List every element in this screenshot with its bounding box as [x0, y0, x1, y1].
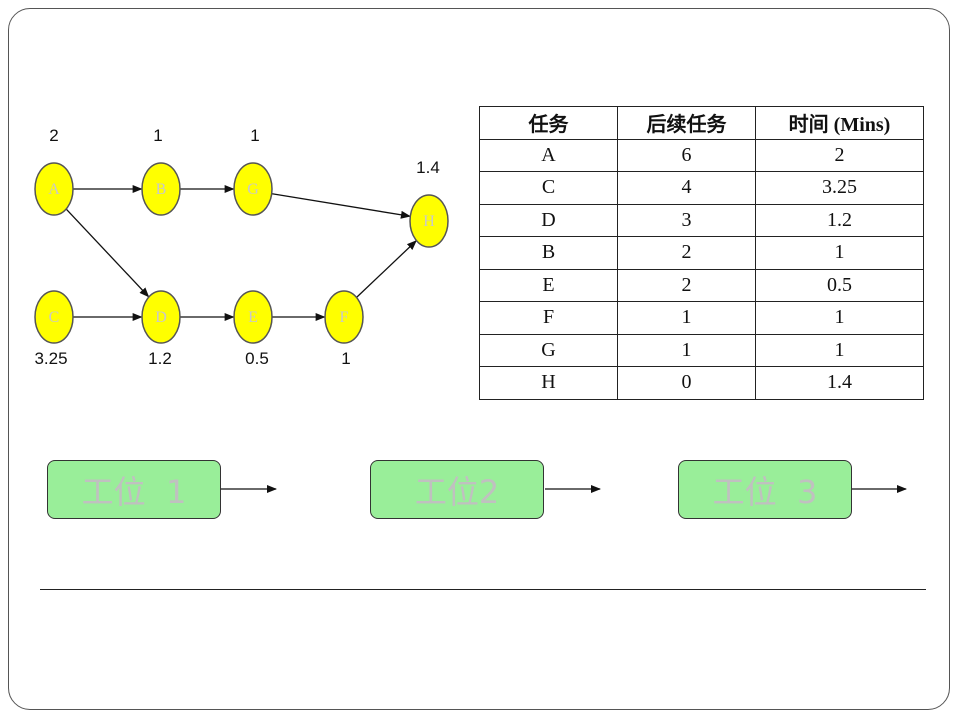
- node-label: A: [48, 181, 60, 198]
- node-ellipse: [409, 194, 449, 248]
- table-row: A 6 2: [479, 139, 924, 172]
- cell-time: 1.4: [755, 366, 924, 400]
- node-B: B1: [141, 126, 181, 216]
- cell-successors: 6: [617, 139, 756, 172]
- node-time-label: 1: [250, 126, 259, 145]
- workstation-2-box: 工位2: [370, 460, 544, 519]
- cell-time: 1: [755, 334, 924, 367]
- node-time-label: 3.25: [34, 349, 67, 368]
- cell-task: E: [479, 269, 618, 302]
- cell-task: D: [479, 204, 618, 237]
- edge-A-D: [65, 208, 150, 298]
- cell-task: B: [479, 236, 618, 270]
- footer-divider: [40, 589, 926, 590]
- node-C: C 3.25: [34, 290, 74, 368]
- node-time-label: 2: [49, 126, 58, 145]
- table-row: H 0 1.4: [479, 366, 924, 400]
- node-time-label: 1: [341, 349, 350, 368]
- cell-successors: 0: [617, 366, 756, 400]
- node-label: G: [247, 181, 259, 198]
- cell-time: 0.5: [755, 269, 924, 302]
- node-ellipse: [233, 290, 273, 344]
- node-ellipse: [233, 162, 273, 216]
- node-time-label: 1: [153, 126, 162, 145]
- header-successors: 后续任务: [617, 106, 756, 140]
- node-ellipse: [34, 162, 74, 216]
- node-D: D 1.2: [141, 290, 181, 368]
- cell-successors: 2: [617, 269, 756, 302]
- cell-successors: 4: [617, 171, 756, 205]
- node-G: G1: [233, 126, 273, 216]
- cell-time: 1: [755, 301, 924, 335]
- cell-successors: 1: [617, 334, 756, 367]
- header-time: 时间 (Mins): [755, 106, 924, 140]
- table-header-row: 任务 后续任务 时间 (Mins): [479, 106, 924, 140]
- header-task: 任务: [479, 106, 618, 140]
- cell-time: 3.25: [755, 171, 924, 205]
- node-time-label: 1.2: [148, 349, 172, 368]
- cell-task: C: [479, 171, 618, 205]
- cell-task: G: [479, 334, 618, 367]
- cell-successors: 2: [617, 236, 756, 270]
- node-F: F1: [324, 290, 364, 368]
- table-row: G 1 1: [479, 334, 924, 367]
- cell-successors: 3: [617, 204, 756, 237]
- node-time-label: 0.5: [245, 349, 269, 368]
- node-label: E: [248, 309, 258, 326]
- node-ellipse: [324, 290, 364, 344]
- cell-time: 1.2: [755, 204, 924, 237]
- edge-G-H: [271, 193, 411, 219]
- node-label: F: [340, 309, 349, 326]
- cell-successors: 1: [617, 301, 756, 335]
- cell-time: 2: [755, 139, 924, 172]
- cell-task: A: [479, 139, 618, 172]
- edge-F-H: [356, 240, 417, 298]
- node-A: A2: [34, 126, 74, 216]
- node-time-label: 1.4: [416, 158, 440, 177]
- cell-time: 1: [755, 236, 924, 270]
- node-ellipse: [34, 290, 74, 344]
- workstation-3-box: 工位 3: [678, 460, 852, 519]
- table-row: F 1 1: [479, 301, 924, 335]
- table-row: B 2 1: [479, 236, 924, 270]
- task-table: 任务 后续任务 时间 (Mins) A 6 2 C 4 3.25 D 3 1.2…: [479, 106, 924, 400]
- table-row: D 3 1.2: [479, 204, 924, 237]
- node-ellipse: [141, 162, 181, 216]
- node-label: B: [156, 181, 167, 198]
- node-label: H: [423, 213, 435, 230]
- node-label: C: [49, 309, 60, 326]
- cell-task: F: [479, 301, 618, 335]
- node-ellipse: [141, 290, 181, 344]
- node-H: H 1.4: [409, 158, 449, 248]
- cell-task: H: [479, 366, 618, 400]
- table-row: E 2 0.5: [479, 269, 924, 302]
- node-E: E 0.5: [233, 290, 273, 368]
- workstation-1-box: 工位 1: [47, 460, 221, 519]
- node-label: D: [155, 309, 167, 326]
- edges-layer: [65, 185, 417, 321]
- table-row: C 4 3.25: [479, 171, 924, 205]
